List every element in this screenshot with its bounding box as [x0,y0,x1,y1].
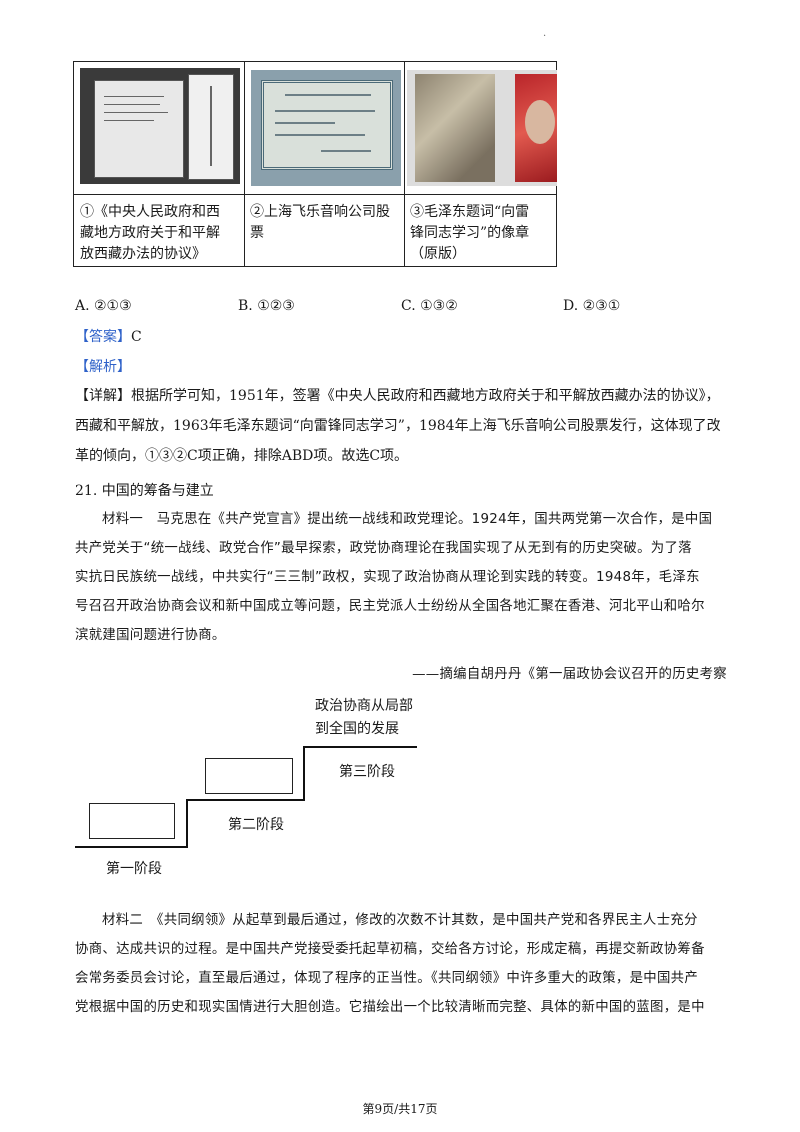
analysis-tag: 【解析】 [75,359,131,375]
page-footer: 第9页/共17页 [362,1102,438,1116]
answer-line: 【答案】C [75,324,142,350]
option-d: D. ②③① [563,298,621,314]
diagram-title-2: 到全国的发展 [315,721,399,737]
stock-certificate-photo [251,70,401,186]
caption-2: ②上海飞乐音响公司股 票 [250,204,390,241]
answer-tag: 【答案】 [75,329,131,345]
image-table: ①《中央人民政府和西 藏地方政府关于和平解 放西藏办法的协议》 ②上海飞乐音响公… [73,61,557,267]
stage1-label: 第一阶段 [106,861,162,877]
caption-3: ③毛泽东题词“向雷 锋同志学习”的像章 （原版） [410,204,530,262]
option-b: B. ①②③ [238,298,295,314]
lei-feng-badge-photo [407,70,557,186]
stage3-label: 第三阶段 [339,764,395,780]
question-title: 21. 中国的筹备与建立 [75,483,214,499]
corner-dot: . [543,28,547,39]
answer-value: C [131,329,142,345]
stage2-label: 第二阶段 [228,817,284,833]
material-2: 材料二 《共同纲领》从起草到最后通过，修改的次数不计其数，是中国共产党和各界民主… [75,913,705,1015]
stage2-box [205,758,293,794]
detail-tag: 【详解】 [75,388,131,404]
stage1-box [89,803,175,839]
caption-1: ①《中央人民政府和西 藏地方政府关于和平解 放西藏办法的协议》 [80,204,220,262]
material-1-source: ——摘编自胡丹丹《第一届政协会议召开的历史考察 [412,667,727,682]
tibet-agreement-photo [80,68,240,184]
detail-block: 【详解】根据所学可知，1951年，签署《中央人民政府和西藏地方政府关于和平解放西… [75,388,721,464]
diagram-title-1: 政治协商从局部 [315,698,413,714]
option-a: A. ②①③ [75,298,132,314]
material-1: 材料一 马克思在《共产党宣言》提出统一战线和政党理论。1924年，国共两党第一次… [75,512,713,643]
option-c: C. ①③② [401,298,458,314]
